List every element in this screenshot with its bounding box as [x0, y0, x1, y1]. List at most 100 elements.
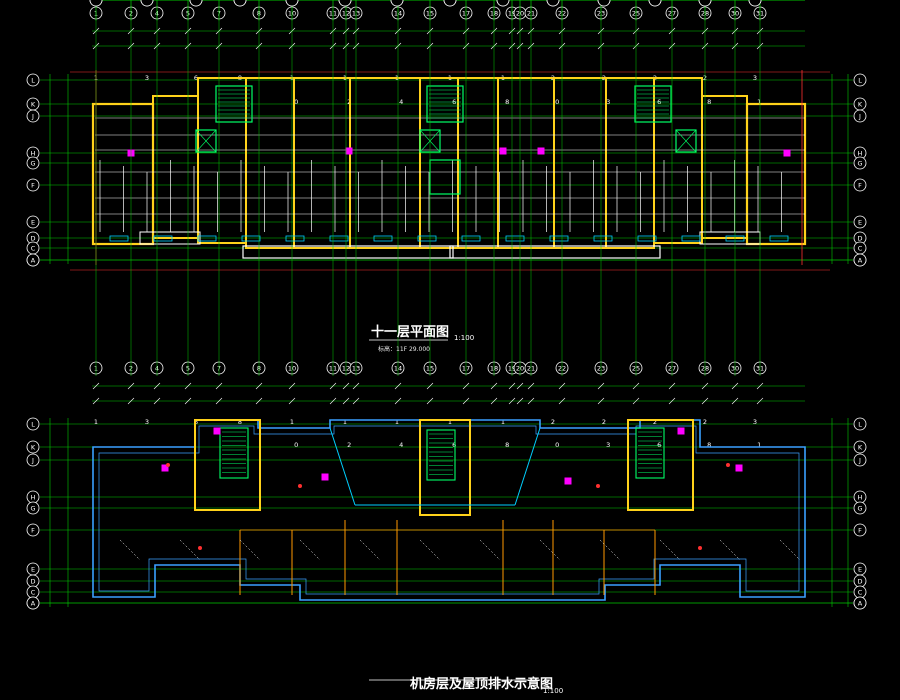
dim-tick: [668, 382, 676, 390]
dim-tick: [329, 382, 337, 390]
window-cyan: [197, 235, 217, 242]
axis-bubble-text: C: [31, 589, 36, 597]
window-cyan: [461, 235, 481, 242]
axis-bubble-circle: [853, 453, 867, 467]
axis-bubble-circle: [26, 156, 40, 170]
axis-bottom-1: 1: [89, 0, 103, 426]
axis-bubble-circle: [233, 0, 247, 7]
axis-bubble-text: 6: [194, 74, 198, 82]
dim-tick: [153, 382, 161, 390]
axis-left-G: G: [26, 501, 40, 515]
drain-arrow: [479, 539, 501, 561]
top-plan-elevation-note: 标高：11F 29.000: [378, 345, 430, 353]
axis-bubble-text: K: [858, 101, 863, 109]
dim-tick: [527, 397, 535, 405]
axis-left-D: D: [26, 231, 40, 245]
dim-tick: [288, 397, 296, 405]
dim-tick: [527, 382, 535, 390]
axis-bubble-circle: [443, 0, 457, 7]
red-marker: [198, 546, 202, 550]
axis-bubble-text: H: [858, 150, 863, 158]
axis-bubble-circle: [853, 523, 867, 537]
dim-tick: [731, 397, 739, 405]
axis-bubble-text: D: [857, 578, 862, 586]
axis-bubble-circle: [853, 109, 867, 123]
axis-bubble-text: G: [857, 505, 862, 513]
dim-tick: [342, 382, 350, 390]
axis-bubble-circle: [853, 156, 867, 170]
dim-tick: [215, 397, 223, 405]
drain-arrow: [599, 539, 621, 561]
axis-left-L: L: [26, 73, 40, 87]
stair-box: [426, 429, 456, 481]
axis-bubble-circle: [698, 0, 712, 7]
dim-tick: [342, 397, 350, 405]
axis-bubble-circle: [853, 253, 867, 267]
dim-tick: [184, 382, 192, 390]
bottom-plan-title: 机房层及屋顶排水示意图: [410, 676, 553, 692]
stair-box: [215, 85, 253, 123]
axis-bubble-text: 8: [238, 418, 242, 426]
axis-right-J: J: [853, 109, 867, 123]
axis-bubble-text: A: [858, 600, 863, 608]
axis-bubble-circle: [853, 178, 867, 192]
dim-tick: [508, 397, 516, 405]
bottom-plan-scale: 1:100: [543, 687, 563, 695]
axis-bubble-text: E: [858, 219, 862, 227]
axis-bubble-text: A: [858, 257, 863, 265]
axis-right-K: K: [853, 440, 867, 454]
axis-bubble-circle: [338, 0, 352, 7]
axis-bubble-circle: [546, 0, 560, 7]
dim-tick: [490, 382, 498, 390]
axis-left-E: E: [26, 215, 40, 229]
red-marker: [726, 463, 730, 467]
window-cyan: [549, 235, 569, 242]
axis-bubble-circle: [853, 417, 867, 431]
drain-arrow: [659, 539, 681, 561]
axis-right-A: A: [853, 253, 867, 267]
dim-tick: [516, 397, 524, 405]
axis-left-A: A: [26, 596, 40, 610]
axis-right-D: D: [853, 231, 867, 245]
axis-bubble-circle: [26, 73, 40, 87]
axis-bubble-text: K: [858, 444, 863, 452]
drain-valley: [514, 427, 541, 506]
top-plan-title: 十一层平面图: [371, 324, 449, 340]
stair-box: [634, 85, 672, 123]
balcony-left: [242, 245, 454, 259]
axis-bubble-circle: [26, 501, 40, 515]
axis-bubble-circle: [285, 0, 299, 7]
dim-tick: [255, 382, 263, 390]
axis-bubble-text: C: [31, 245, 36, 253]
drain-arrow: [359, 539, 381, 561]
axis-bubble-circle: [140, 0, 154, 7]
drain-valley: [329, 427, 356, 506]
roof-walls: [92, 419, 806, 601]
red-marker: [298, 484, 302, 488]
dim-tick: [352, 397, 360, 405]
axis-right-F: F: [853, 523, 867, 537]
dim-tick: [701, 397, 709, 405]
drain-arrow: [119, 539, 141, 561]
dim-tick: [490, 397, 498, 405]
axis-bubble-circle: [853, 596, 867, 610]
dim-tick: [329, 397, 337, 405]
drain-arrow: [299, 539, 321, 561]
dim-tick: [426, 397, 434, 405]
dim-tick: [153, 397, 161, 405]
axis-bubble-circle: [26, 109, 40, 123]
magenta-marker: [783, 149, 791, 157]
dim-tick: [756, 397, 764, 405]
dim-tick: [184, 397, 192, 405]
axis-right-A: A: [853, 596, 867, 610]
axis-bubble-circle: [496, 0, 510, 7]
red-marker: [596, 484, 600, 488]
axis-bubble-text: D: [857, 235, 862, 243]
window-cyan: [769, 235, 789, 242]
drain-arrow: [419, 539, 441, 561]
drain-arrow: [239, 539, 261, 561]
axis-bubble-circle: [748, 0, 762, 7]
